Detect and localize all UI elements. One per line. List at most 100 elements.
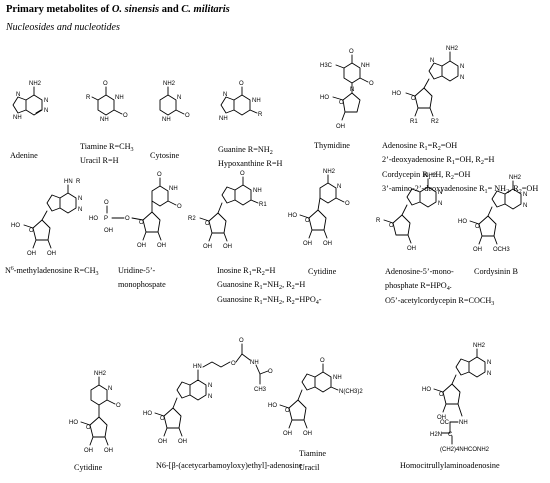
caption-n6beta-adenosine: N6-[β-(acetycarbamoyloxy)ethyl]-adenosin…	[156, 460, 302, 471]
atom-label: O	[285, 408, 290, 414]
atom-label: NH2	[94, 371, 107, 377]
atom-label: N(CH3)2	[339, 389, 363, 395]
atom-label: NH	[115, 95, 124, 101]
atom-label: N	[487, 360, 491, 366]
atom-label: HO	[422, 387, 431, 393]
atom-label: OH	[158, 439, 167, 445]
atom-label: NH	[169, 186, 178, 192]
atom-label: N	[438, 190, 442, 196]
atom-label: HO	[320, 95, 329, 101]
atom-label: R1	[410, 119, 418, 125]
atom-label: O	[160, 416, 165, 422]
caption-line-amp-2: phosphate R=HPO4.	[385, 281, 452, 293]
caption-line-aminodeoxyadenosine: 3’-amino-2’-deoxyadenosine R1= NH2, R2=O…	[382, 184, 539, 196]
caption-ump: Uridine-5’- monophospate	[118, 265, 166, 294]
atom-label: NH	[333, 375, 342, 381]
atom-label: HO	[392, 91, 401, 97]
caption-adenosine-group: Adenosine R1=R2=OH 2’-deoxyadenosine R1=…	[382, 140, 538, 198]
atom-label: NH	[361, 63, 370, 69]
atom-label: N	[337, 184, 341, 190]
atom-label: OH	[47, 251, 56, 257]
title-text: Primary metabolites of	[6, 4, 112, 15]
caption-line-adenosine: Adenosine R1=R2=OH	[382, 141, 458, 152]
atom-label: O	[339, 100, 344, 106]
caption-homocitrullylaminoadenosine: Homocitrullylaminoadenosine	[400, 460, 500, 471]
atom-label: OH	[336, 124, 345, 130]
atom-label: NH	[252, 98, 261, 104]
atom-label: HO	[69, 420, 78, 426]
atom-label: O	[475, 224, 480, 230]
atom-label: O	[103, 81, 108, 87]
atom-label: OH	[137, 243, 146, 249]
caption-tiamine-uracil: Tiamine R=CH3 Uracil R=H	[80, 141, 134, 170]
atom-label: O	[231, 361, 236, 367]
atom-label: R	[376, 218, 381, 224]
atom-label: O	[389, 223, 394, 229]
atom-label: OH	[84, 448, 93, 454]
atom-label: NH	[100, 117, 109, 123]
caption-line-hypoxanthine: Hypoxanthine R=H	[218, 159, 283, 169]
caption-guanine-hypoxanthine: Guanine R=NH2 Hypoxanthine R=H	[218, 144, 282, 173]
section-subtitle: Nucleosides and nucleotides	[6, 22, 120, 33]
atom-label: NH	[253, 188, 262, 194]
atom-label: N	[78, 207, 82, 213]
atom-label: R	[86, 95, 91, 101]
compound-name: Adenine	[10, 151, 38, 160]
atom-label: O	[345, 201, 350, 207]
atom-label: N	[487, 371, 491, 377]
atom-label: HO	[11, 223, 20, 229]
compound-name: Cytidine	[74, 463, 103, 472]
atom-label: O	[104, 200, 109, 206]
caption-line-inosine: Inosine R1=R2=H	[217, 266, 276, 277]
compound-name: Homocitrullylaminoadenosine	[400, 461, 500, 470]
atom-label: N	[208, 394, 212, 400]
caption-cordysinin-b: Cordysinin B	[474, 266, 518, 277]
atom-label: CH3	[254, 387, 267, 393]
atom-label: HO	[89, 216, 98, 222]
atom-label: HN	[64, 179, 73, 185]
caption-line-acetylcordycepin: O5’-acetylcordycepin R=COCH3	[385, 295, 495, 307]
atom-label: N	[438, 201, 442, 207]
caption-tiamine-uracil-2: Tiamine Uracil	[299, 448, 326, 477]
atom-label: N	[44, 108, 48, 114]
atom-label: H2N	[430, 432, 442, 438]
title-conjunction: and	[159, 4, 182, 15]
caption-line-tiamine-2: Tiamine	[299, 449, 326, 458]
compound-name: N6-[β-(acetycarbamoyloxy)ethyl]-adenosin…	[156, 461, 303, 470]
atom-label: O	[349, 49, 354, 55]
atom-label: N	[177, 95, 181, 101]
atom-label: O	[369, 81, 374, 87]
caption-line-deoxyadenosine: 2’-deoxyadenosine R1=OH, R2=H	[382, 155, 495, 167]
atom-label: OH	[27, 251, 36, 257]
compound-name: Cytosine	[150, 151, 180, 160]
caption-line-uracil: Uracil R=H	[80, 156, 119, 166]
atom-label: NH	[13, 115, 22, 121]
atom-label: NH	[250, 360, 259, 366]
caption-amp-acetylcordycepin: Adenosine-5’-mono- phosphate R=HPO4. O5’…	[385, 266, 494, 309]
atom-label: C	[448, 432, 453, 438]
atom-label: NH2	[473, 343, 486, 349]
atom-label: OH	[104, 448, 113, 454]
atom-label: N	[16, 92, 20, 98]
atom-label: O	[320, 358, 325, 364]
caption-adenine: Adenine	[10, 150, 38, 161]
atom-label: N	[350, 87, 354, 93]
atom-label: N	[523, 203, 527, 209]
compound-name: Cordysinin B	[474, 267, 518, 276]
atom-label: N	[460, 64, 464, 70]
atom-label: OCH3	[493, 247, 510, 253]
atom-label: NH2	[163, 81, 176, 87]
atom-label: OH	[407, 246, 416, 252]
atom-label: P	[104, 216, 108, 222]
